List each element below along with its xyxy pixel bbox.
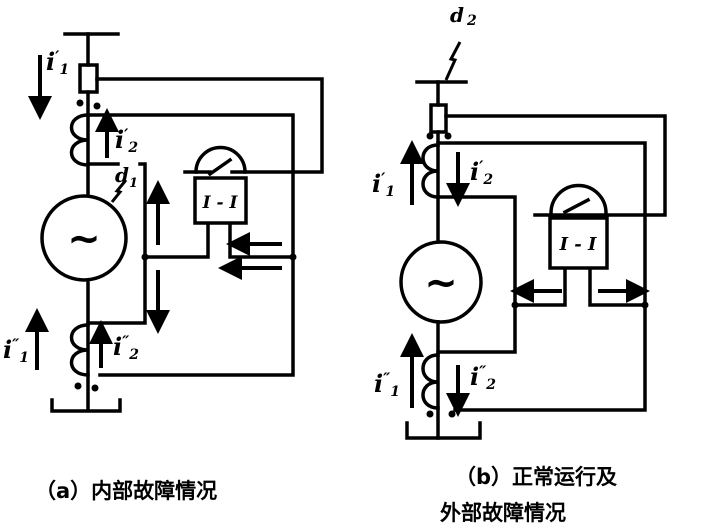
upper-ct-coil xyxy=(421,143,440,199)
label-i2-double-prime: i″2 xyxy=(470,362,496,393)
relay-contact xyxy=(207,157,233,177)
fault-lightning-icon xyxy=(444,41,462,81)
neutral-bracket xyxy=(405,421,482,440)
relay-contact-dome xyxy=(549,183,608,215)
lower-ct-coil xyxy=(69,323,90,377)
circuit-breaker xyxy=(429,103,448,134)
relay-body xyxy=(193,176,248,225)
relay-contact-dome xyxy=(194,145,247,174)
junction-dot xyxy=(511,301,519,309)
label-i1-prime: i′1 xyxy=(372,169,395,200)
junction-dot xyxy=(289,253,297,261)
polarity-dot xyxy=(93,102,101,110)
label-i1-prime: i′1 xyxy=(46,47,69,78)
trip-wire xyxy=(95,77,324,174)
polarity-dot xyxy=(448,410,456,418)
polarity-dot xyxy=(91,384,99,392)
fault-label-d1: d1 xyxy=(115,163,138,191)
caption-a: （a）内部故障情况 xyxy=(35,479,217,503)
relay-label: I - I xyxy=(202,193,239,213)
polarity-dot xyxy=(426,410,434,418)
relay-contact xyxy=(562,197,591,215)
ct-secondary-wire xyxy=(436,141,647,412)
upper-ct-coil xyxy=(69,113,90,167)
neutral-bracket xyxy=(50,398,122,413)
circuit-breaker xyxy=(78,63,99,94)
fault-lightning-icon xyxy=(110,179,128,203)
label-i2-double-prime: i″2 xyxy=(113,332,139,363)
label-i2-prime: i′2 xyxy=(115,125,138,156)
relay-body xyxy=(548,216,609,270)
generator xyxy=(399,240,483,324)
polarity-dot xyxy=(74,382,82,390)
generator-symbol: ~ xyxy=(424,260,458,306)
caption-b-line1: （b）正常运行及 xyxy=(455,465,618,489)
relay-lead xyxy=(143,223,210,259)
relay-label: I - I xyxy=(559,234,597,255)
ct-secondary-wire xyxy=(436,195,517,354)
label-i2-prime: i′2 xyxy=(470,157,493,188)
junction-dot xyxy=(141,253,149,261)
lower-ct-coil xyxy=(421,353,440,410)
differential-relay: I - I xyxy=(548,183,609,270)
relay-lead xyxy=(513,268,567,307)
ct-secondary-wire xyxy=(86,162,147,325)
caption-b-line2: 外部故障情况 xyxy=(440,501,566,525)
ct-secondary-wire xyxy=(86,113,295,377)
differential-relay: I - I xyxy=(193,145,248,225)
trip-wire xyxy=(444,114,667,217)
polarity-dot xyxy=(76,99,84,107)
relay-lead xyxy=(228,223,295,259)
relay-lead xyxy=(588,268,647,307)
polarity-dot xyxy=(444,132,452,140)
generator-symbol: ~ xyxy=(67,216,101,262)
label-i1-double-prime: i″1 xyxy=(374,369,400,400)
junction-dot xyxy=(641,301,649,309)
label-i1-double-prime: i″1 xyxy=(3,335,29,366)
diagram-a-internal-fault: I - I ~ d1 i′1 i′2 i″1 i″2 （a）内部故障情况 xyxy=(3,32,324,503)
polarity-dot xyxy=(426,132,434,140)
generator xyxy=(40,194,128,282)
